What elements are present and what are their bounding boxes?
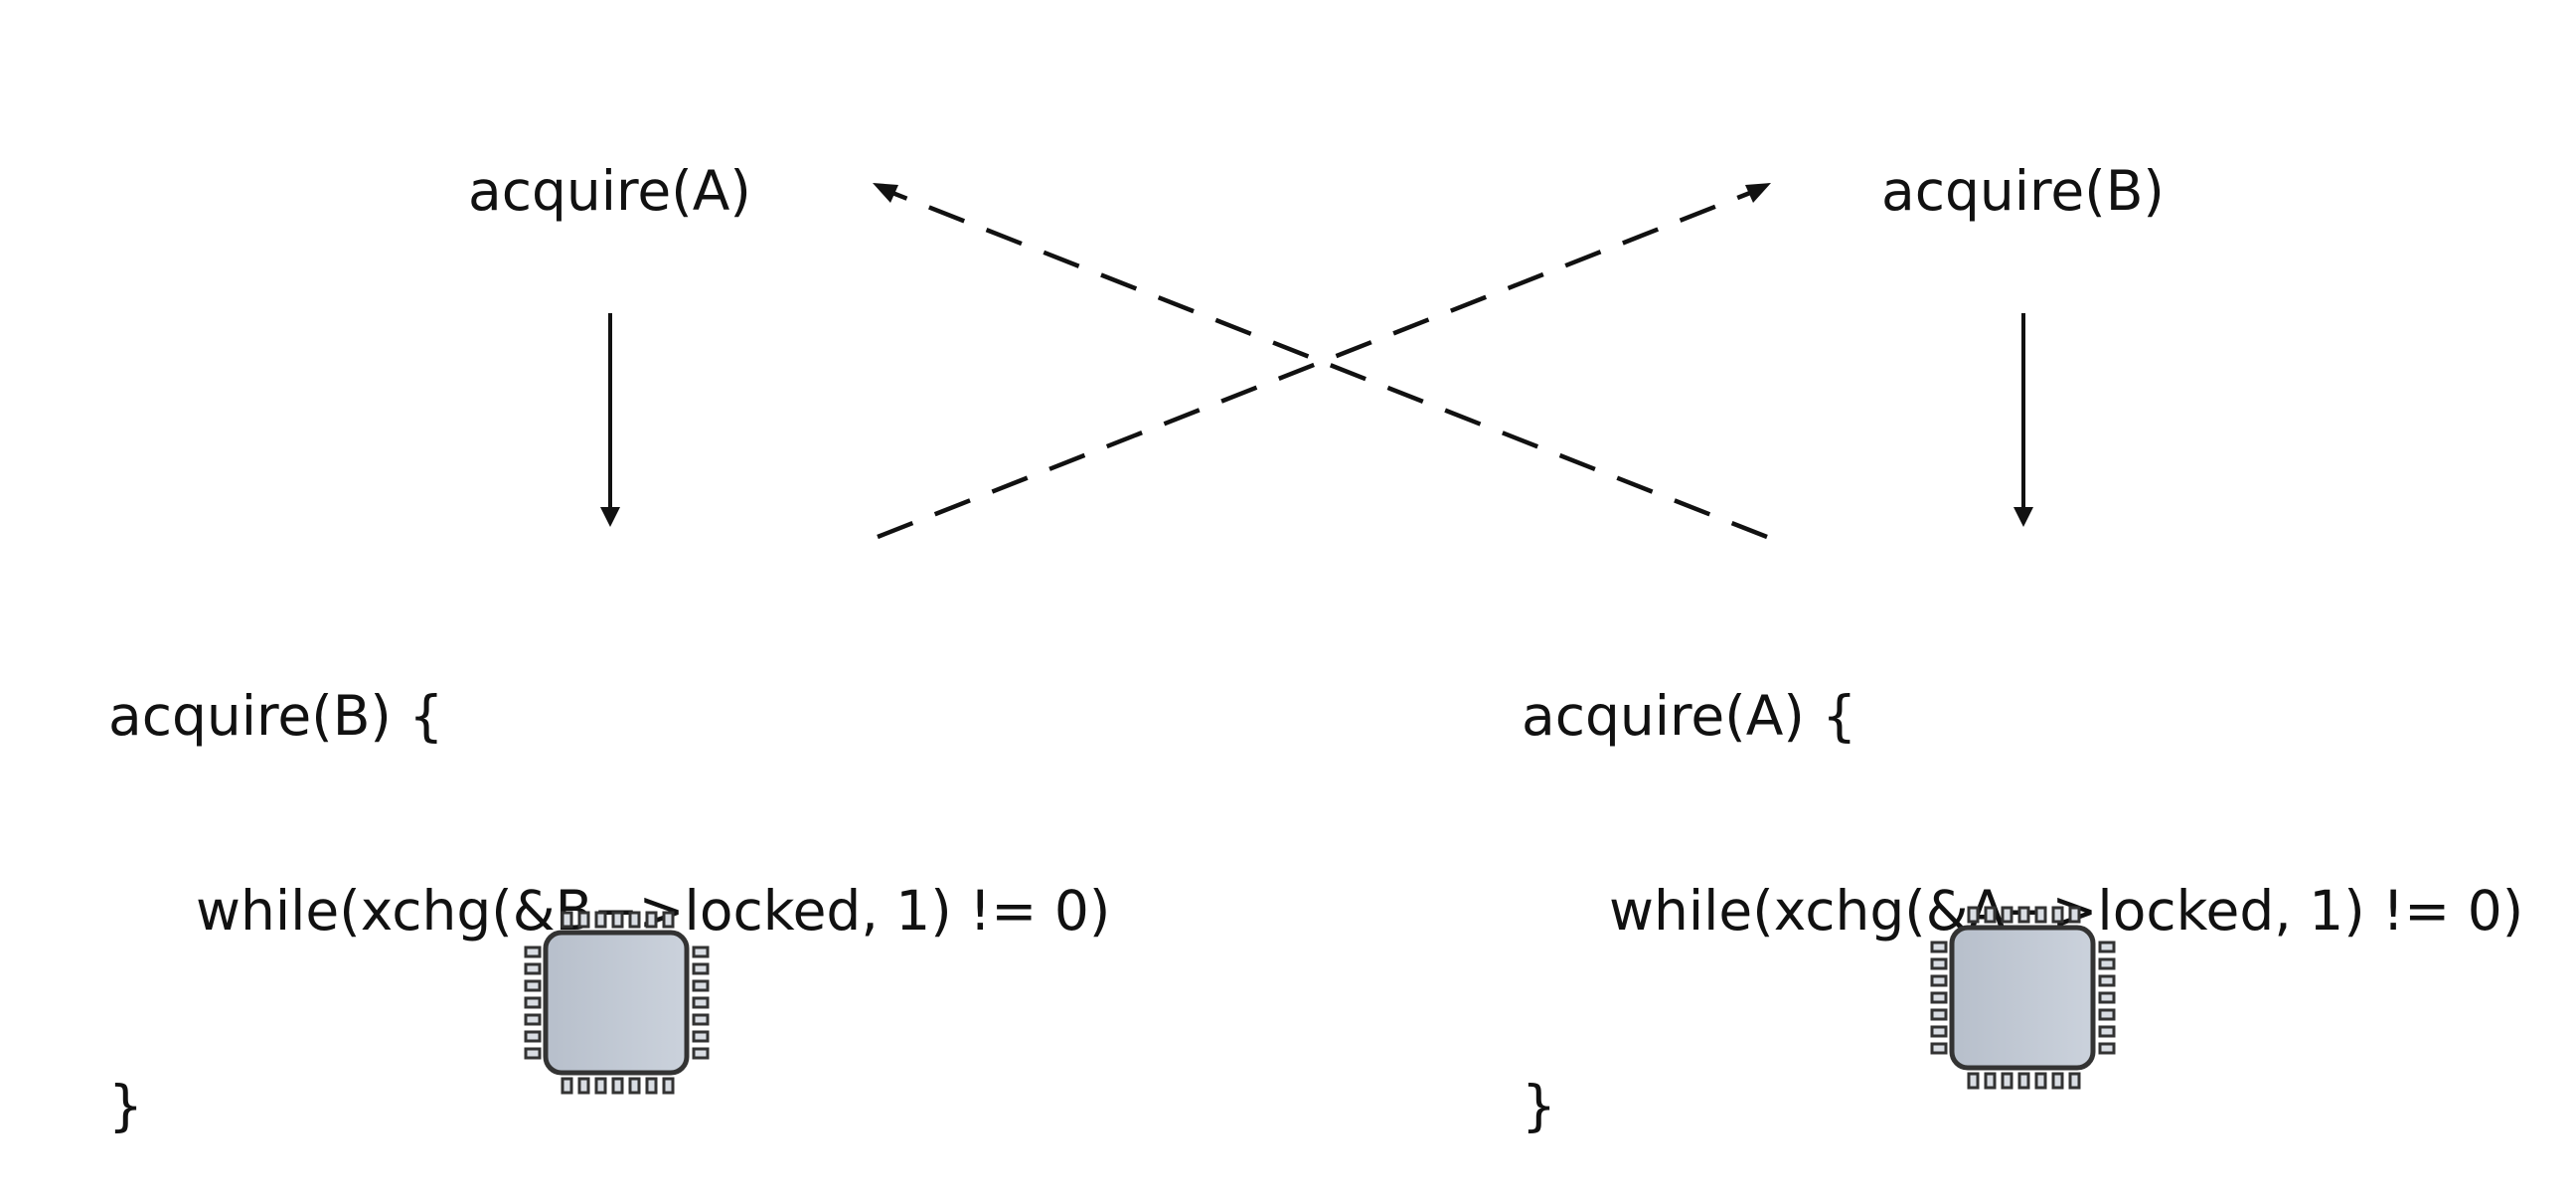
cpu-chip-icon <box>524 911 710 1095</box>
wait-edge-cpu0-to-lock-b <box>877 183 1771 540</box>
wait-edge-cpu1-to-lock-a <box>873 183 1768 540</box>
cpu1-acquire-a-code-block: acquire(A) { while(xchg(&A−>locked, 1) !… <box>1522 555 2523 1203</box>
cpu0-code-spin-loop: while(xchg(&B−>locked, 1) != 0) <box>196 879 1111 943</box>
cpu1-acquire-b-label: acquire(B) <box>1881 159 2165 223</box>
diagram-edges <box>600 183 2033 540</box>
cpu1-code-open: acquire(A) { <box>1522 684 1857 748</box>
cpu0-acquire-b-code-block: acquire(B) { while(xchg(&B−>locked, 1) !… <box>108 555 1110 1203</box>
cpu0-acquire-a-label: acquire(A) <box>468 159 751 223</box>
cpu1-code-close: } <box>1522 1074 1556 1137</box>
cpu1-code-spin-loop: while(xchg(&A−>locked, 1) != 0) <box>1609 879 2524 943</box>
cpu0-code-open: acquire(B) { <box>108 684 444 748</box>
arrow-cpu0-sequence <box>600 313 620 527</box>
cpu-chip-icon <box>1930 906 2116 1090</box>
arrow-cpu1-sequence <box>2013 313 2033 527</box>
cpu0-code-close: } <box>108 1074 143 1137</box>
